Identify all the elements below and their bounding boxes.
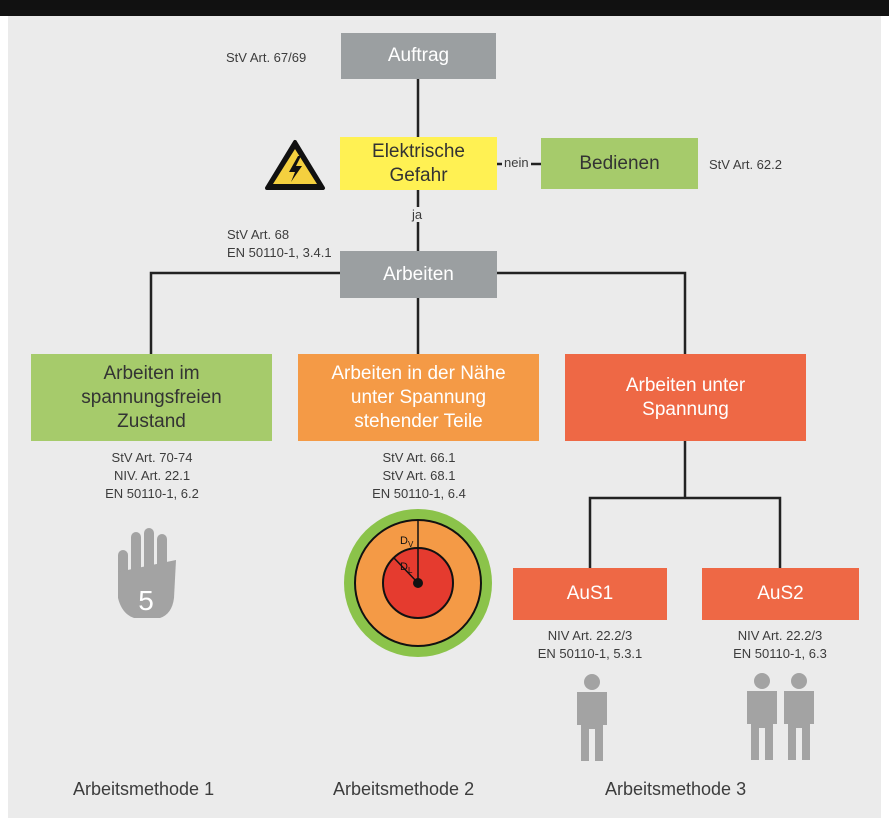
node-auftrag: Auftrag [341,33,496,79]
node-aus2: AuS2 [702,568,859,620]
edge-arbeiten-method1 [149,271,345,354]
ref-aus2: NIV Art. 22.2/3 EN 50110-1, 6.3 [733,628,827,661]
node-electrical-hazard: Elektrische Gefahr [340,137,497,190]
ref-method1: StV Art. 70-74 NIV. Art. 22.1 EN 50110-1… [105,450,199,501]
person-icon [577,674,607,761]
node-naehe: Arbeiten in der Nähe unter Spannung steh… [298,354,539,441]
node-unter-spannung: Arbeiten unter Spannung [565,354,806,441]
two-persons-icon [747,673,814,760]
node-spannungsfrei: Arbeiten im spannungsfreien Zustand [31,354,272,441]
ref-bedienen: StV Art. 62.2 [709,157,782,172]
top-bar [0,0,889,16]
ref-aus1: NIV Art. 22.2/3 EN 50110-1, 5.3.1 [537,628,643,661]
edge-arbeiten-method3 [496,271,687,354]
zone-dv-label: D [400,535,408,547]
method-1-label: Arbeitsmethode 1 [73,779,215,799]
ref-auftrag: StV Art. 67/69 [226,50,307,65]
svg-text:DV: DV [400,535,414,549]
zone-dl-sub: L [408,566,413,575]
five-rules-hand-icon: 5 [118,528,176,618]
hand-number: 5 [138,585,154,616]
edge-label-nein: nein [502,155,531,170]
ref-method2: StV Art. 66.1 StV Art. 68.1 EN 50110-1, … [372,450,466,501]
zone-dl-label: D [400,561,408,573]
node-aus1: AuS1 [513,568,667,620]
zone-dv-sub: V [408,540,414,549]
method-3-label: Arbeitsmethode 3 [605,779,747,799]
method-2-label: Arbeitsmethode 2 [333,779,475,799]
edge-label-ja: ja [410,207,425,222]
node-arbeiten: Arbeiten [340,251,497,298]
svg-text:DL: DL [400,561,413,575]
high-voltage-warning-icon [265,140,325,190]
edge-split-aus1 [588,496,782,568]
node-bedienen: Bedienen [541,138,698,189]
danger-zones-icon: DV DL [344,509,492,657]
ref-arbeiten: StV Art. 68 EN 50110-1, 3.4.1 [227,227,332,260]
